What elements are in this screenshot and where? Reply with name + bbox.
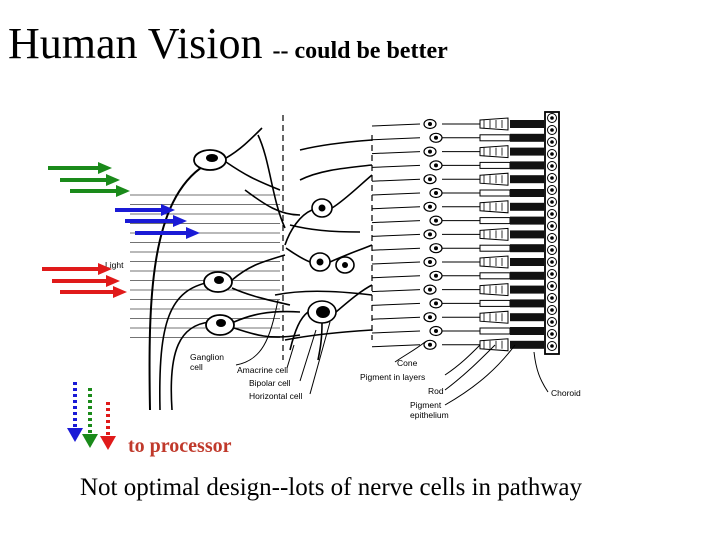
cone-label: Cone: [397, 358, 418, 368]
bipolar-label: Bipolar cell: [249, 378, 291, 388]
pigment-epithelium-label-2: epithelium: [410, 410, 449, 420]
ganglion-label-1: Ganglion: [190, 352, 224, 362]
arrow-right-icon: [60, 174, 120, 186]
red-light-arrows: [42, 263, 127, 298]
slide-caption: Not optimal design--lots of nerve cells …: [80, 474, 582, 501]
amacrine-label: Amacrine cell: [237, 365, 288, 375]
light-label: Light: [105, 260, 124, 270]
arrow-right-icon: [115, 204, 175, 216]
arrow-right-icon: [60, 286, 127, 298]
blue-light-arrows: [115, 204, 200, 239]
pigment-epithelium-label-1: Pigment: [410, 400, 442, 410]
title-subtitle: -- could be better: [272, 38, 448, 64]
signal-out-arrows: [67, 382, 116, 450]
arrow-right-icon: [125, 215, 187, 227]
retina-drawing: [130, 111, 560, 411]
processor-label: to processor: [128, 435, 232, 457]
arrow-right-icon: [52, 275, 120, 287]
arrow-right-icon: [135, 227, 200, 239]
green-light-arrows: [48, 162, 130, 197]
arrow-right-icon: [70, 185, 130, 197]
pigment-layers-label: Pigment in layers: [360, 372, 425, 382]
choroid-label: Choroid: [551, 388, 581, 398]
rod-label: Rod: [428, 386, 444, 396]
diagram-labels: Light Ganglion cell Amacrine cell Bipola…: [105, 260, 581, 420]
arrow-right-icon: [48, 162, 112, 174]
title-main: Human Vision: [8, 19, 263, 68]
horizontal-label: Horizontal cell: [249, 391, 302, 401]
ganglion-label-2: cell: [190, 362, 203, 372]
arrow-down-icon: [82, 388, 98, 448]
arrow-down-icon: [100, 402, 116, 450]
arrow-down-icon: [67, 382, 83, 442]
slide-title: Human Vision -- could be better: [8, 18, 448, 69]
arrow-right-icon: [42, 263, 112, 275]
